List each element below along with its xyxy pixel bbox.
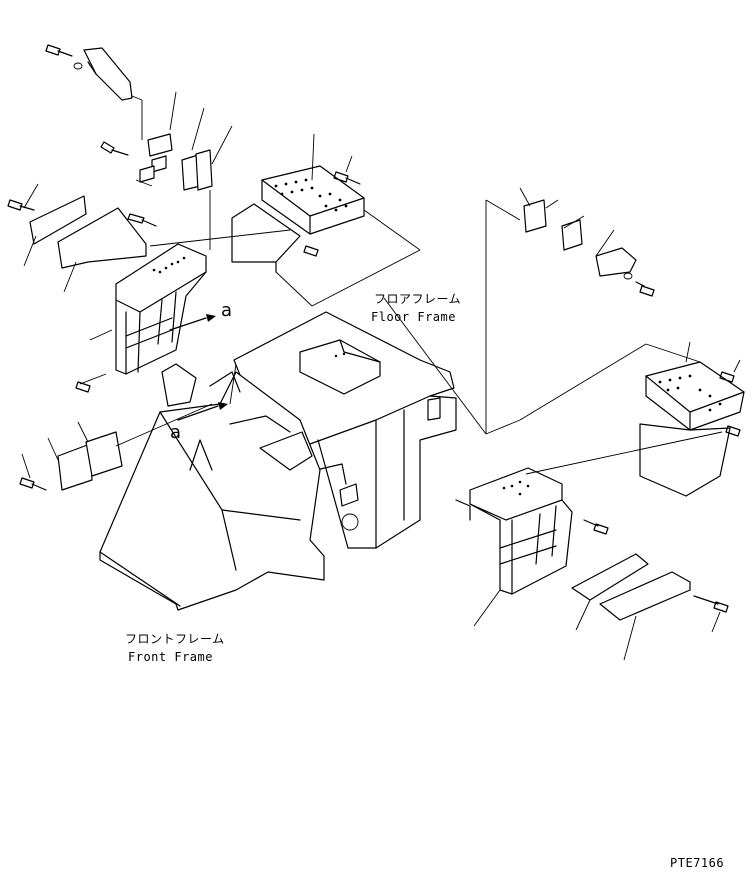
drawing-number: PTE7166 [670,856,725,870]
view-mark-upper: a [221,300,233,321]
view-mark-lower: a [170,422,182,443]
right-step-assembly [455,431,729,661]
front-frame-body [99,363,325,611]
front-left-small-parts [19,403,213,491]
upper-center-cover [231,133,421,307]
floor-frame-label-jp: フロアフレーム [374,292,462,306]
front-frame-label-jp: フロントフレーム [125,632,225,646]
left-step-assembly [7,183,291,393]
right-cover-assembly [485,341,745,497]
top-left-bracket-assembly [45,44,143,140]
upper-left-small-parts [100,91,233,250]
floor-frame-label-en: Floor Frame [371,310,456,324]
view-arrows [169,314,228,421]
right-upper-small-parts [519,187,655,297]
front-frame-label-en: Front Frame [128,650,213,664]
